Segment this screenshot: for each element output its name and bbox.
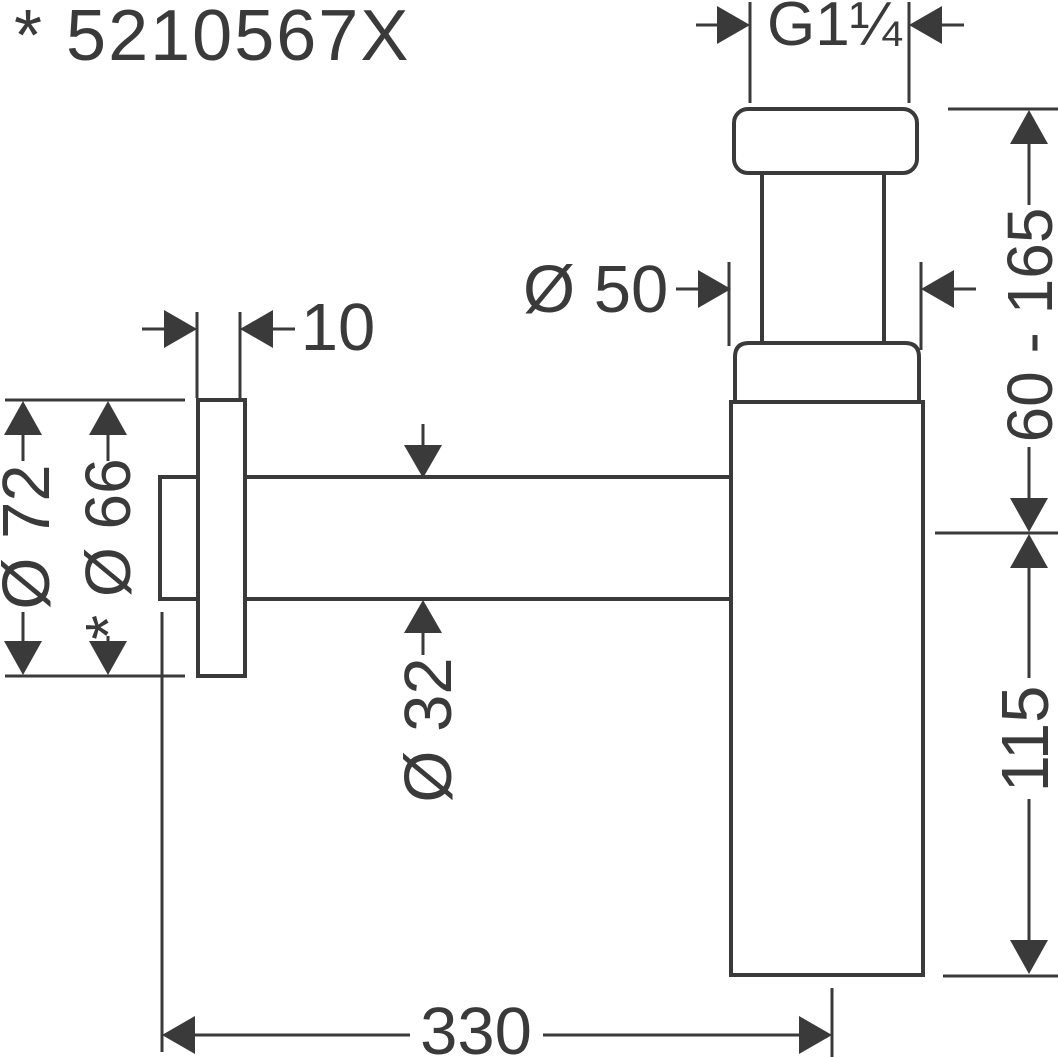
arrowhead [240, 310, 273, 348]
waste-pipe-diameter-label: Ø 32 [391, 657, 466, 802]
arrowhead [698, 270, 731, 308]
projection-length-label: 330 [420, 994, 532, 1057]
installation-height-label: 60 - 165 [994, 208, 1058, 443]
dimension-thread-size: G1¼ [696, 0, 964, 103]
arrowhead [1010, 498, 1048, 532]
part-number-label: * 5210567X [14, 0, 410, 76]
arrowhead [404, 445, 442, 478]
arrowhead [164, 310, 197, 348]
tailpipe-diameter-label: Ø 50 [523, 252, 668, 327]
dimension-flange-thickness: 10 [142, 290, 375, 398]
dimension-tailpipe-diameter: Ø 50 [523, 252, 976, 350]
arrowhead [89, 401, 127, 435]
arrowhead [1010, 110, 1048, 144]
wall-socket-outline [158, 475, 200, 601]
top-nut-outline [732, 107, 919, 175]
arrowhead [909, 6, 942, 44]
escutcheon-outline [196, 398, 247, 678]
siphon-outline [158, 107, 925, 977]
arrowhead [921, 270, 954, 308]
arrowhead [1010, 940, 1048, 974]
arrowhead [404, 600, 442, 633]
trap-cup-outline [729, 400, 925, 977]
arrowhead [89, 641, 127, 675]
arrowhead [717, 6, 750, 44]
dimension-waste-pipe-diameter: Ø 32 [391, 424, 466, 803]
arrowhead [799, 1016, 832, 1054]
dimension-projection: 330 [160, 612, 834, 1057]
cup-height-label: 115 [988, 686, 1058, 793]
thread-size-label: G1¼ [767, 0, 903, 59]
arrowhead [1010, 534, 1048, 568]
escutcheon-inner-diameter-label: * Ø 66 [72, 458, 144, 639]
dimension-cup-height: 115 [943, 534, 1058, 978]
lower-nut-outline [733, 341, 921, 406]
dimension-installation-height: 60 - 165 [935, 107, 1058, 535]
dimension-escutcheon-diameters: Ø 72 * Ø 66 [0, 398, 185, 678]
arrowhead [4, 641, 42, 675]
flange-thickness-label: 10 [301, 290, 376, 365]
arrowhead [162, 1016, 195, 1054]
arrowhead [4, 401, 42, 435]
escutcheon-outer-diameter-label: Ø 72 [0, 464, 64, 609]
